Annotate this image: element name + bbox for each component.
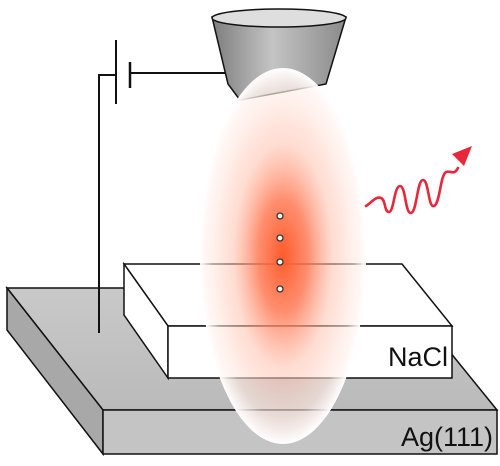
molecule-dot [276,285,284,293]
circuit-wire-left [98,74,116,333]
molecule-dot [276,258,284,266]
photon-wave-path [364,166,460,215]
molecule-dot [276,234,284,242]
molecule-chain [276,212,284,293]
substrate-label: Ag(111) [401,422,493,452]
molecule-dot [276,212,284,220]
tunnel-junction-glow [200,68,366,444]
tip-top-opening [211,8,347,28]
circuit [98,40,228,333]
stm-tip [211,8,348,101]
photon-wave-icon [364,146,472,215]
nacl-label: NaCl [388,342,448,372]
photon-arrowhead [452,146,472,166]
